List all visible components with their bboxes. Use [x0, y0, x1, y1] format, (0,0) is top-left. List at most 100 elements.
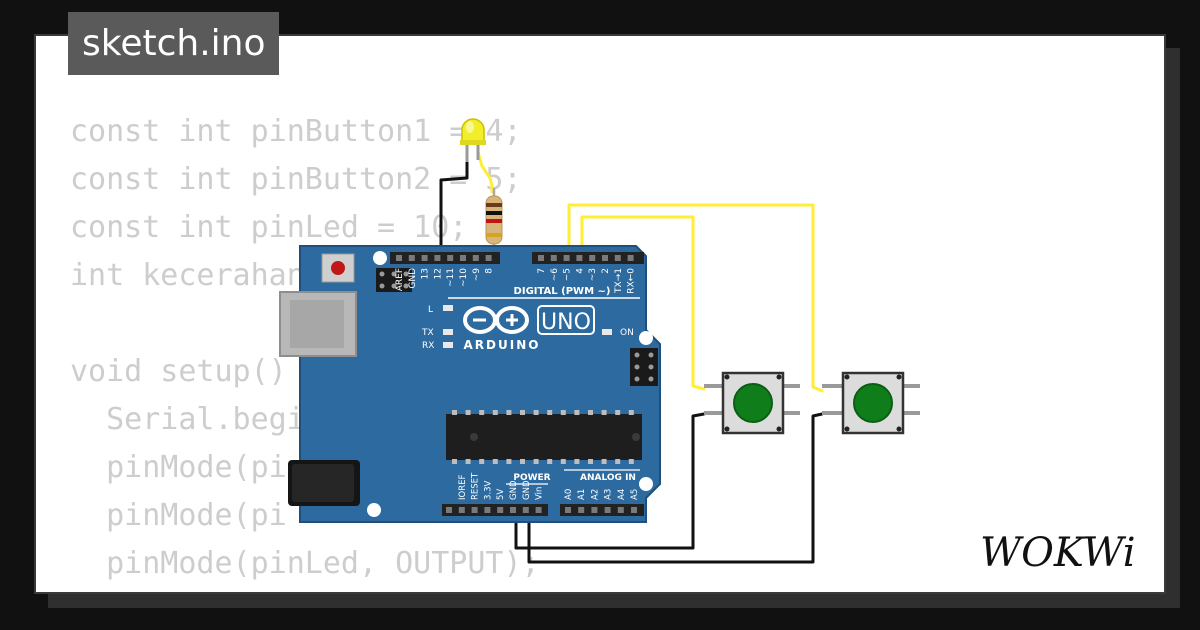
- analog-pin-hole[interactable]: [604, 507, 611, 513]
- top-pin-hole[interactable]: [614, 255, 621, 261]
- chip-leg: [479, 459, 485, 464]
- chip-leg: [547, 410, 553, 415]
- analog-pin-hole[interactable]: [565, 507, 571, 513]
- code-line: const int pinButton2 = 5;: [70, 162, 522, 197]
- wire-pin4-button1[interactable]: [580, 215, 706, 391]
- wokwi-logo: WOKWi: [980, 530, 1136, 576]
- top-pin-hole[interactable]: [447, 255, 454, 261]
- analog-pin-hole[interactable]: [617, 507, 624, 513]
- top-pin-hole[interactable]: [421, 255, 428, 261]
- top-pin-hole[interactable]: [434, 255, 441, 261]
- top-pin-hole[interactable]: [589, 255, 596, 261]
- wire-gnd-button1[interactable]: [514, 412, 706, 550]
- top-pin-label: 8: [485, 268, 495, 274]
- power-pin-label: RESET: [471, 472, 481, 500]
- analog-pin-label: A1: [577, 489, 587, 500]
- power-pin-hole[interactable]: [458, 507, 465, 513]
- code-line: Serial.begin: [70, 402, 323, 437]
- top-pin-hole[interactable]: [538, 255, 544, 261]
- top-pin-hole[interactable]: [472, 255, 479, 261]
- push-button-1[interactable]: [704, 371, 800, 435]
- chip-leg: [479, 410, 485, 415]
- chip-leg: [588, 459, 593, 464]
- power-pin-hole[interactable]: [497, 507, 504, 513]
- top-pin-hole[interactable]: [627, 255, 634, 261]
- top-pin-hole[interactable]: [485, 255, 492, 261]
- chip-leg: [601, 410, 607, 415]
- digital-header-left: [390, 252, 500, 264]
- wire-pin5-button2[interactable]: [567, 203, 824, 393]
- button-1-cap[interactable]: [733, 383, 773, 423]
- chip-leg: [547, 459, 553, 464]
- code-line: const int pinButton1 = 4;: [70, 114, 522, 149]
- top-pin-label: 4: [575, 268, 585, 274]
- top-pin-label: RX←0: [627, 268, 637, 294]
- top-pin-hole[interactable]: [550, 255, 557, 261]
- wire-gnd-button2[interactable]: [527, 412, 824, 564]
- top-pin-hole[interactable]: [396, 255, 402, 261]
- top-pin-label: 7: [537, 268, 547, 274]
- digital-label: DIGITAL (PWM ~): [514, 286, 611, 297]
- atmega-chip: [446, 414, 642, 460]
- power-pin-hole[interactable]: [535, 507, 542, 513]
- top-pin-hole[interactable]: [408, 255, 415, 261]
- top-pin-label: ~10: [459, 268, 469, 287]
- analog-pin-label: A2: [590, 489, 600, 500]
- power-pin-hole[interactable]: [510, 507, 516, 513]
- push-button-2[interactable]: [822, 371, 920, 435]
- code-line: const int pinLed = 10;: [70, 210, 468, 245]
- chip-leg: [601, 459, 607, 464]
- top-pin-label: 2: [601, 268, 611, 274]
- power-pin-hole[interactable]: [471, 507, 478, 513]
- analog-label: ANALOG IN: [580, 473, 636, 483]
- power-pin-hole[interactable]: [522, 507, 529, 513]
- top-pin-label: ~3: [588, 268, 598, 281]
- top-pin-label: GND: [408, 268, 418, 289]
- analog-pin-hole[interactable]: [578, 507, 585, 513]
- chip-leg: [615, 459, 621, 464]
- top-pin-label: ~11: [446, 268, 456, 287]
- top-pin-label: TX→1: [614, 268, 624, 294]
- chip-leg: [506, 459, 512, 464]
- top-pin-label: AREF: [395, 268, 405, 291]
- analog-pin-hole[interactable]: [591, 507, 598, 513]
- power-label: POWER: [513, 473, 550, 483]
- chip-leg: [452, 410, 457, 415]
- arduino-infinity-logo: [463, 306, 529, 334]
- power-pin-label: Vin: [535, 487, 545, 500]
- analog-pin-label: A0: [564, 489, 574, 500]
- power-pin-hole[interactable]: [446, 507, 452, 513]
- chip-leg: [465, 459, 471, 464]
- top-pin-hole[interactable]: [576, 255, 583, 261]
- chip-leg: [492, 459, 498, 464]
- board-brand: ARDUINO: [464, 338, 541, 352]
- code-preview: const int pinButton1 = 4; const int pinBu…: [70, 108, 666, 592]
- code-line: int kecerahan: [70, 258, 305, 293]
- top-pin-hole[interactable]: [460, 255, 466, 261]
- power-pin-label: 5V: [496, 489, 506, 500]
- power-pin-hole[interactable]: [484, 507, 491, 513]
- power-header: [442, 504, 548, 516]
- chip-leg: [588, 410, 593, 415]
- chip-leg: [574, 459, 580, 464]
- file-tab-title[interactable]: sketch.ino: [68, 12, 280, 75]
- led-on: [602, 329, 612, 335]
- chip-leg: [615, 410, 621, 415]
- power-pin-label: IOREF: [458, 475, 468, 500]
- yellow-led[interactable]: [460, 118, 486, 162]
- analog-pin-hole[interactable]: [631, 507, 637, 513]
- wire-led-resistor[interactable]: [476, 150, 494, 194]
- analog-pin-label: A4: [617, 489, 627, 500]
- analog-pin-label: A3: [604, 489, 614, 500]
- chip-leg: [533, 410, 539, 415]
- chip-leg: [520, 410, 525, 415]
- button-2-cap[interactable]: [853, 383, 893, 423]
- top-pin-hole[interactable]: [602, 255, 608, 261]
- chip-leg: [628, 459, 634, 464]
- top-pin-hole[interactable]: [563, 255, 570, 261]
- led-label-on: ON: [620, 328, 634, 338]
- reset-button[interactable]: [331, 261, 345, 275]
- wire-led-gnd[interactable]: [439, 150, 469, 264]
